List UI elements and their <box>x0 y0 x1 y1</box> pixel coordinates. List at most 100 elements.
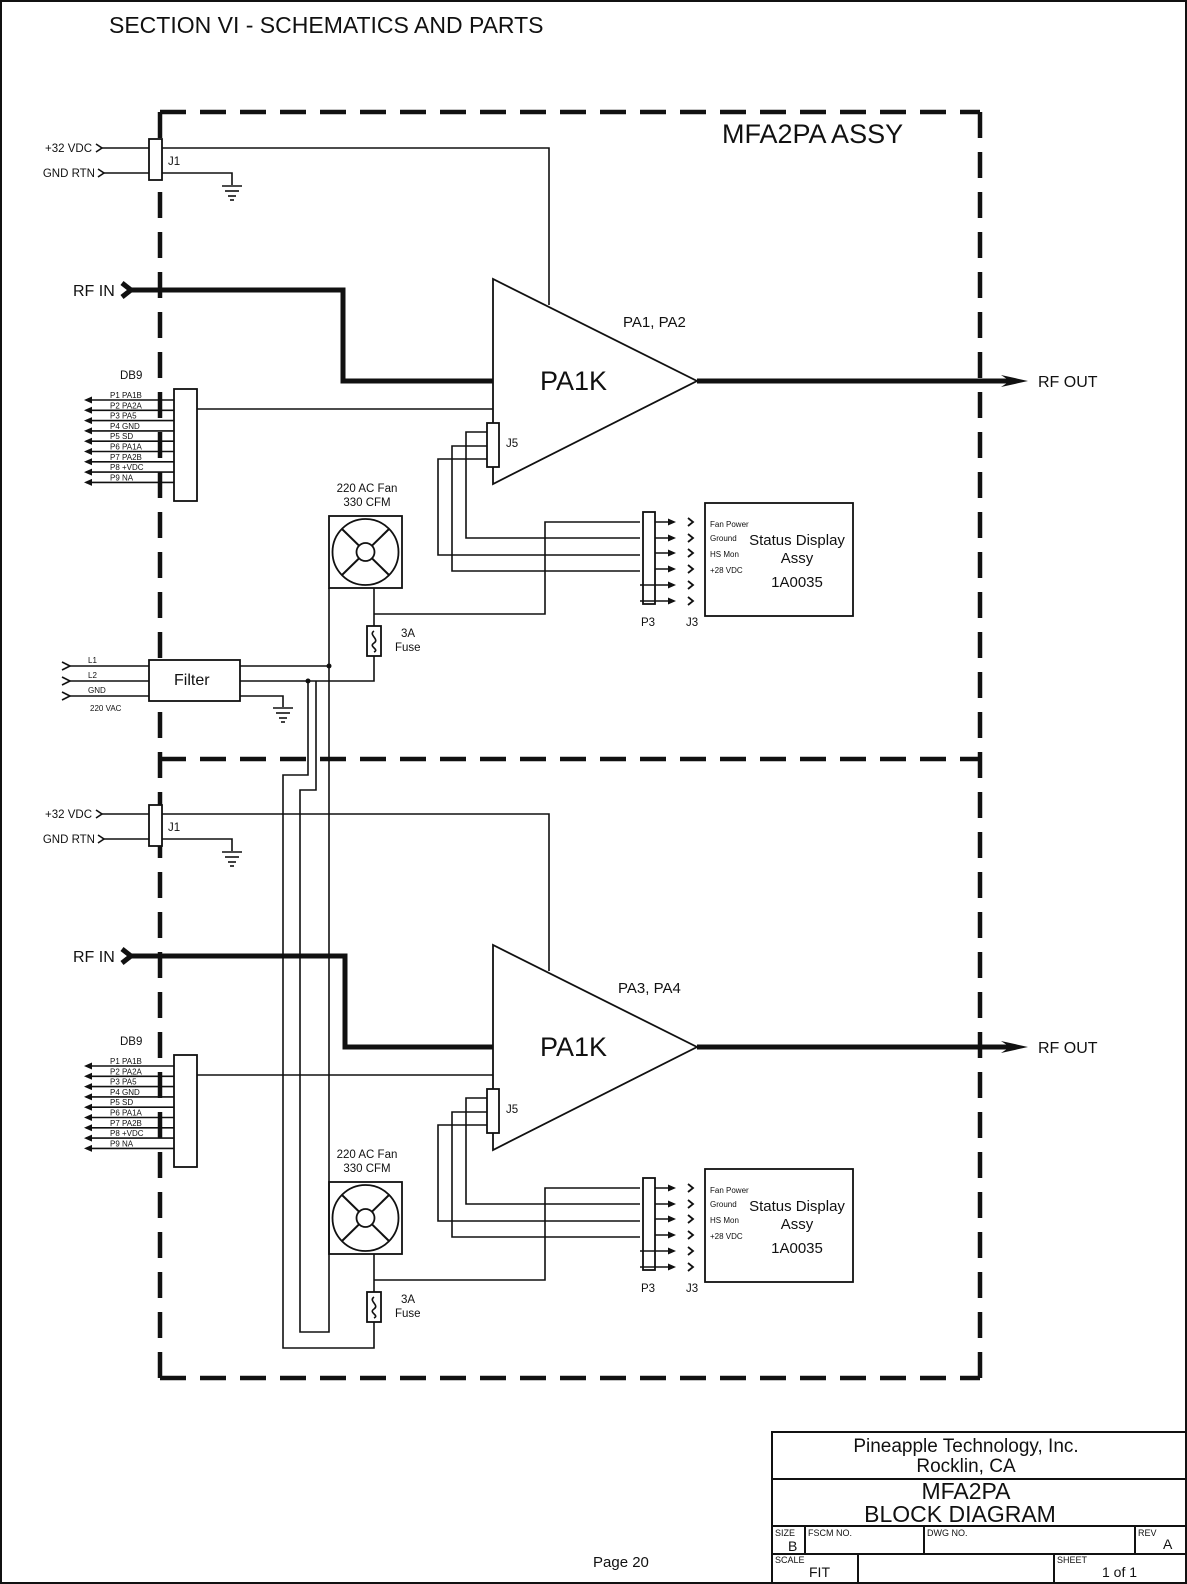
status-pin-ground: Ground <box>710 534 737 543</box>
vdc-connector-arrow <box>95 809 104 819</box>
status-pin-fan-power: Fan Power <box>710 1186 749 1195</box>
db9-pin-arrow <box>84 437 92 445</box>
p3-connector <box>642 1177 656 1271</box>
fuse-rating-label: 3A <box>401 628 415 640</box>
p3-connector <box>642 511 656 605</box>
scale-label: SCALE <box>775 1555 805 1565</box>
pa-names-label: PA1, PA2 <box>623 314 686 331</box>
j3-pin-chevron <box>687 1246 695 1256</box>
p3-pin-arrow <box>668 549 676 557</box>
ground-symbol <box>222 185 242 201</box>
status-pin-ground: Ground <box>710 1200 737 1209</box>
status-display-box <box>704 502 854 617</box>
db9-pin-arrow <box>84 1103 92 1111</box>
p3-pin-arrow <box>668 1184 676 1192</box>
db9-pin-arrow <box>84 468 92 476</box>
p3-label: P3 <box>641 617 655 629</box>
p3-j3-pins <box>640 1183 695 1272</box>
p3-pin-arrow <box>668 565 676 573</box>
db9-pin-arrow <box>84 1144 92 1152</box>
company-name: Pineapple Technology, Inc. <box>853 1436 1078 1457</box>
db9-pin-label: P8 +VDC <box>110 1129 144 1138</box>
db9-pin-label: P8 +VDC <box>110 463 144 472</box>
j3-pin-chevron <box>687 1262 695 1272</box>
rf-in-arrow <box>120 947 136 965</box>
fan-label: 220 AC Fan <box>337 483 398 495</box>
amplifier-section-1: +32 VDC GND RTN J1 RF IN PA1K PA1, PA2 R… <box>43 138 1098 657</box>
fan-icon <box>328 515 403 589</box>
j5-label: J5 <box>506 438 518 450</box>
fuse-label: Fuse <box>395 1308 421 1320</box>
filter-label: Filter <box>174 672 210 689</box>
j3-label: J3 <box>686 1283 698 1295</box>
db9-pin-label: P6 PA1A <box>110 1109 143 1118</box>
db9-pin-label: P9 NA <box>110 1139 134 1148</box>
db9-pin-arrow <box>84 1083 92 1091</box>
filter-input-l2: L2 <box>88 671 97 680</box>
gnd-rtn-label: GND RTN <box>43 168 95 180</box>
rf-out-label: RF OUT <box>1038 1040 1098 1057</box>
amp-label: PA1K <box>540 1032 607 1062</box>
status-part-number: 1A0035 <box>771 574 823 591</box>
j5-connector <box>486 422 500 468</box>
p3-pin-arrow <box>668 1200 676 1208</box>
j3-pin-chevron <box>687 596 695 606</box>
pa1k-amplifier <box>492 277 700 486</box>
j1-label: J1 <box>168 822 180 834</box>
db9-pin-label: P5 SD <box>110 1098 133 1107</box>
db9-pin-label: P7 PA2B <box>110 453 142 462</box>
j3-label: J3 <box>686 617 698 629</box>
status-pin-hs-mon: HS Mon <box>710 550 739 559</box>
db9-pin-arrow <box>84 427 92 435</box>
section-title: SECTION VI - SCHEMATICS AND PARTS <box>109 12 544 38</box>
gnd-connector-arrow <box>97 168 106 178</box>
db9-pin-label: P7 PA2B <box>110 1119 142 1128</box>
vdc-connector-arrow <box>95 143 104 153</box>
status-pin-fan-power: Fan Power <box>710 520 749 529</box>
p3-j3-pins <box>640 517 695 606</box>
rf-in-label: RF IN <box>73 283 115 300</box>
p3-pin-arrow <box>668 1231 676 1239</box>
db9-pin-arrow <box>84 458 92 466</box>
size-label: SIZE <box>775 1528 795 1538</box>
page-number: Page 20 <box>593 1554 649 1571</box>
gnd-connector-arrow <box>97 834 106 844</box>
p3-pin-arrow <box>668 1263 676 1271</box>
db9-pin-arrow <box>84 406 92 414</box>
db9-pin-arrow <box>84 396 92 404</box>
j5-label: J5 <box>506 1104 518 1116</box>
db9-pin-arrow <box>84 1093 92 1101</box>
j3-pin-chevron <box>687 517 695 527</box>
j3-pin-chevron <box>687 1230 695 1240</box>
fan-icon <box>328 1181 403 1255</box>
assembly-title: MFA2PA ASSY <box>722 119 903 149</box>
j1-connector <box>148 804 163 847</box>
db9-pin-label: P4 GND <box>110 1088 140 1097</box>
title-block: Pineapple Technology, Inc. Rocklin, CA M… <box>771 1431 1187 1584</box>
db9-pin-label: P2 PA2A <box>110 1067 143 1076</box>
fuse-rating-label: 3A <box>401 1294 415 1306</box>
rf-out-arrow <box>1001 1041 1028 1053</box>
db9-pin-label: P9 NA <box>110 473 134 482</box>
size-value: B <box>788 1538 797 1554</box>
db9-pin-label: P2 PA2A <box>110 401 143 410</box>
rf-in-label: RF IN <box>73 949 115 966</box>
db9-label: DB9 <box>120 370 142 382</box>
fuse-icon <box>366 625 382 657</box>
j3-pin-chevron <box>687 533 695 543</box>
status-pin-hs-mon: HS Mon <box>710 1216 739 1225</box>
db9-pin-arrow <box>84 417 92 425</box>
j3-pin-chevron <box>687 564 695 574</box>
rev-label: REV <box>1138 1528 1157 1538</box>
j5-connector <box>486 1088 500 1134</box>
db9-pin-label: P1 PA1B <box>110 1057 142 1066</box>
dwg-number-label: DWG NO. <box>927 1528 968 1538</box>
rev-value: A <box>1163 1536 1173 1552</box>
status-part-number: 1A0035 <box>771 1240 823 1257</box>
vdc-label: +32 VDC <box>45 809 92 821</box>
filter-input-l1: L1 <box>88 656 97 665</box>
p3-label: P3 <box>641 1283 655 1295</box>
j1-label: J1 <box>168 156 180 168</box>
